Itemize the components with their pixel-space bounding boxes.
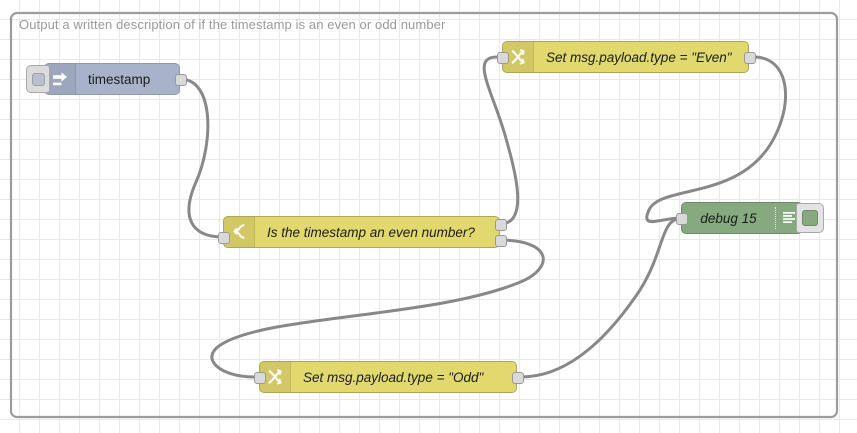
node-inject-timestamp[interactable]: timestamp: [26, 63, 187, 95]
input-port[interactable]: [497, 52, 509, 64]
output-port[interactable]: [744, 52, 756, 64]
node-change-even-label: Set msg.payload.type = "Even": [546, 49, 732, 65]
debug-lines-icon: [776, 203, 802, 233]
input-port[interactable]: [676, 213, 688, 225]
node-change-even[interactable]: Set msg.payload.type = "Even": [497, 41, 756, 73]
arrow-right-icon: [45, 64, 76, 94]
inject-trigger-button[interactable]: [26, 65, 50, 93]
node-debug-label: debug 15: [700, 210, 757, 226]
input-port[interactable]: [254, 372, 266, 384]
node-switch-even-check[interactable]: Is the timestamp an even number?: [218, 216, 507, 248]
node-inject-label: timestamp: [88, 71, 151, 87]
debug-separator: [775, 207, 776, 229]
debug-enable-button-inner: [802, 210, 818, 226]
node-change-odd-label: Set msg.payload.type = "Odd": [303, 369, 484, 385]
output-port-1[interactable]: [495, 219, 507, 231]
group-label: Output a written description of if the t…: [19, 17, 446, 32]
input-port[interactable]: [218, 232, 230, 244]
output-port[interactable]: [175, 74, 187, 86]
node-change-odd[interactable]: Set msg.payload.type = "Odd": [254, 361, 524, 393]
output-port-2[interactable]: [495, 235, 507, 247]
node-switch-label: Is the timestamp an even number?: [267, 224, 475, 240]
output-port[interactable]: [512, 372, 524, 384]
node-debug-15[interactable]: debug 15: [676, 202, 824, 234]
inject-trigger-button-inner: [31, 72, 45, 86]
change-icon: [503, 42, 534, 72]
debug-enable-button[interactable]: [796, 203, 824, 233]
